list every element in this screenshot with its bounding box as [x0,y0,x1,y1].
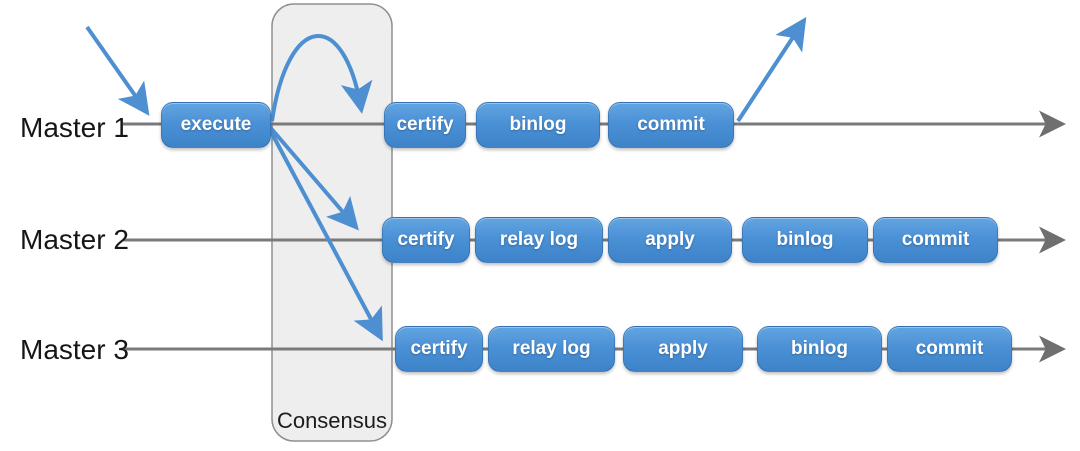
box-commit-master2: commit [873,217,998,263]
incoming-request-arrow [85,25,150,116]
box-commit-master1: commit [608,102,734,148]
box-certify-master1: certify [384,102,466,148]
box-apply-master2: apply [608,217,732,263]
box-binlog-master1: binlog [476,102,600,148]
outgoing-response-arrow [736,16,807,123]
box-certify-master2: certify [382,217,470,263]
master3-label: Master 3 [20,334,129,365]
box-certify-master3: certify [395,326,483,372]
master1-label: Master 1 [20,112,129,143]
box-relaylog-master2: relay log [475,217,603,263]
box-execute-master1: execute [161,102,271,148]
box-binlog-master3: binlog [757,326,882,372]
box-commit-master3: commit [887,326,1012,372]
consensus-arrow-master2 [267,124,359,231]
box-relaylog-master3: relay log [488,326,615,372]
box-binlog-master2: binlog [742,217,868,263]
consensus-arrow-master3 [267,127,383,342]
consensus-arc-arrow-master1 [270,34,373,122]
consensus-region [271,3,393,442]
consensus-label: Consensus [276,408,388,433]
box-apply-master3: apply [623,326,743,372]
master2-label: Master 2 [20,224,129,255]
